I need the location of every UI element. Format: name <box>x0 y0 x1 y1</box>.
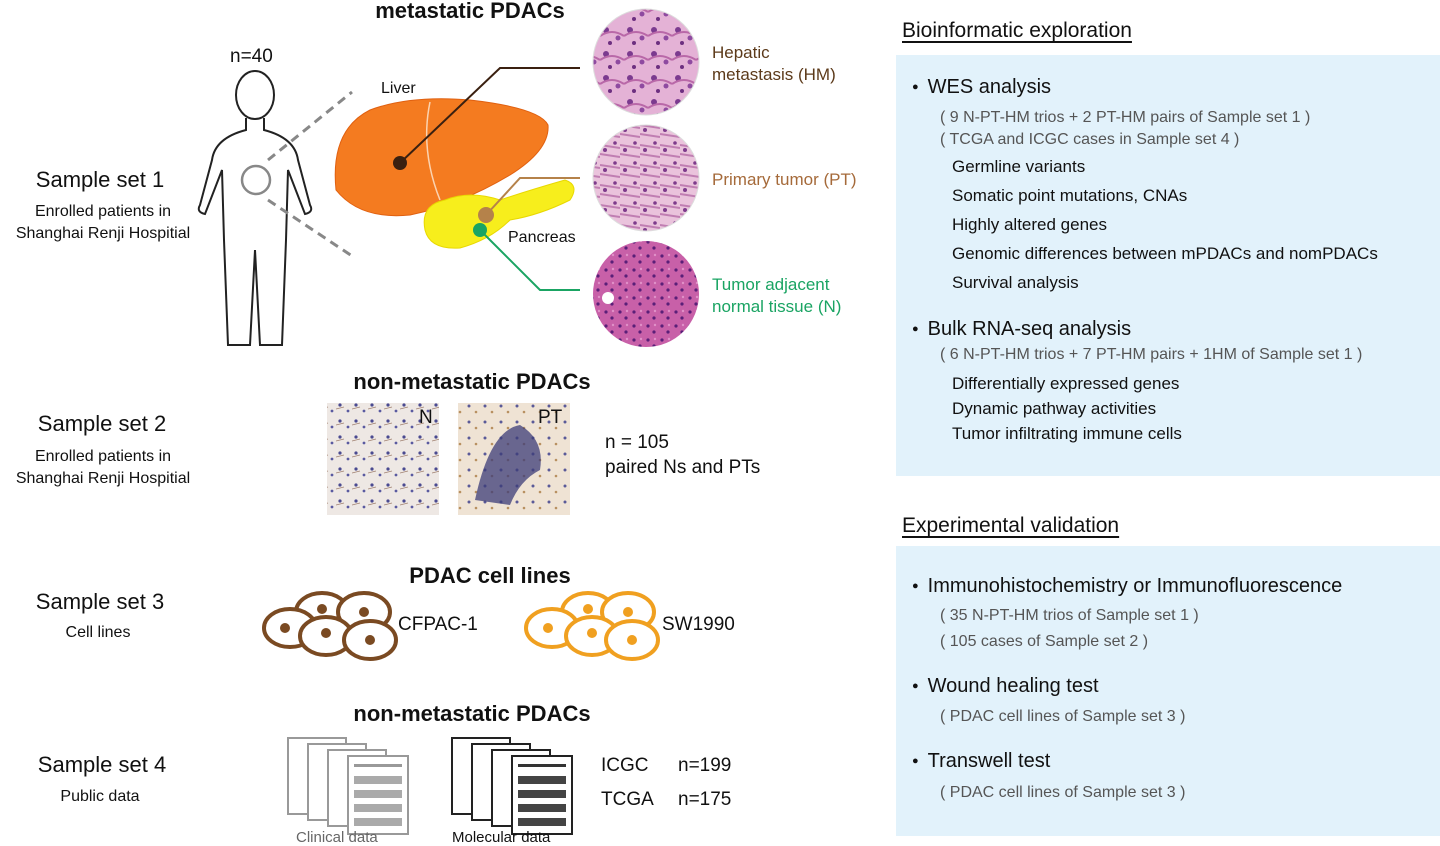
set2-count: n = 105 <box>605 432 669 453</box>
hm-tissue-image <box>593 9 699 115</box>
ihc-n-image <box>327 403 439 515</box>
n-tissue-label-2: normal tissue (N) <box>712 297 842 316</box>
hm-label-2: metastasis (HM) <box>712 65 836 84</box>
hm-label-1: Hepatic <box>712 43 770 62</box>
wes-item: Germline variants <box>952 157 1086 176</box>
sample-set-2-sub2: Shanghai Renji Hospitial <box>15 470 191 487</box>
ihc-paren-2: ( 105 cases of Sample set 2 ) <box>940 633 1149 650</box>
wes-item: Highly altered genes <box>952 215 1107 234</box>
molecular-data-icon <box>451 737 573 835</box>
sw1990-cells-icon <box>524 591 660 661</box>
ihc-paren-1: ( 35 N-PT-HM trios of Sample set 1 ) <box>940 607 1199 624</box>
n-tissue-label-1: Tumor adjacent <box>712 275 830 294</box>
experimental-heading: Experimental validation <box>902 514 1120 537</box>
sample-set-2-title: Sample set 2 <box>37 411 167 436</box>
rna-item: Dynamic pathway activities <box>952 399 1157 418</box>
n-connector <box>479 229 580 291</box>
hm-connector <box>399 67 580 164</box>
rna-item: Differentially expressed genes <box>952 374 1180 393</box>
pancreas-label: Pancreas <box>508 229 576 246</box>
wes-item: Genomic differences between mPDACs and n… <box>952 244 1378 263</box>
wes-item: Survival analysis <box>952 273 1079 292</box>
pt-connector <box>485 177 580 216</box>
sample-set-1-sub2: Shanghai Renji Hospitial <box>15 225 191 242</box>
set2-desc: paired Ns and PTs <box>605 457 761 478</box>
bioinformatic-panel <box>896 55 1440 476</box>
sample-set-4-sub1: Public data <box>60 788 140 805</box>
clinical-data-icon <box>287 737 409 835</box>
ihc-n-label: N <box>419 407 433 428</box>
ihc-bullet: Immunohistochemistry or Immunofluorescen… <box>912 575 1343 598</box>
wound-bullet: Wound healing test <box>912 675 1099 698</box>
pancreas-highlight-circle <box>240 164 272 196</box>
human-outline-icon <box>197 70 313 346</box>
bioinformatic-heading: Bioinformatic exploration <box>902 19 1132 42</box>
zoom-line-top <box>267 90 353 162</box>
n-tissue-image <box>593 241 699 347</box>
wes-bullet: WES analysis <box>912 76 1051 99</box>
rna-item: Tumor infiltrating immune cells <box>952 424 1182 443</box>
transwell-bullet: Transwell test <box>912 750 1051 773</box>
wound-paren: ( PDAC cell lines of Sample set 3 ) <box>940 708 1186 725</box>
tcga-label: TCGA <box>601 789 654 810</box>
transwell-paren: ( PDAC cell lines of Sample set 3 ) <box>940 784 1186 801</box>
icgc-count: n=199 <box>678 755 732 776</box>
sample-set-2-sub1: Enrolled patients in <box>34 448 172 465</box>
tcga-count: n=175 <box>678 789 732 810</box>
sw1990-label: SW1990 <box>662 614 735 635</box>
sample-set-1-sub1: Enrolled patients in <box>34 203 172 220</box>
rna-bullet: Bulk RNA-seq analysis <box>912 318 1131 341</box>
zoom-line-bottom <box>267 198 353 258</box>
pancreas-icon <box>423 179 575 249</box>
wes-paren-2: ( TCGA and ICGC cases in Sample set 4 ) <box>940 131 1240 148</box>
icgc-label: ICGC <box>601 755 649 776</box>
section1-title: metastatic PDACs <box>375 0 565 23</box>
section2-title: non-metastatic PDACs <box>353 369 591 394</box>
ihc-pt-label: PT <box>538 407 563 428</box>
sample-set-4-title: Sample set 4 <box>37 752 167 777</box>
wes-paren-1: ( 9 N-PT-HM trios + 2 PT-HM pairs of Sam… <box>940 109 1311 126</box>
section3-title: PDAC cell lines <box>409 563 571 588</box>
pt-tissue-image <box>593 125 699 231</box>
sample-set-3-sub1: Cell lines <box>65 624 131 641</box>
cfpac-label: CFPAC-1 <box>398 614 478 635</box>
molecular-data-label: Molecular data <box>452 829 551 846</box>
sample-set-3-title: Sample set 3 <box>35 589 165 614</box>
section4-title: non-metastatic PDACs <box>353 701 591 726</box>
wes-item: Somatic point mutations, CNAs <box>952 186 1188 205</box>
n-label: n=40 <box>230 46 273 67</box>
rna-paren-1: ( 6 N-PT-HM trios + 7 PT-HM pairs + 1HM … <box>940 346 1363 363</box>
sample-set-1-title: Sample set 1 <box>35 167 165 192</box>
pt-label: Primary tumor (PT) <box>712 170 857 189</box>
liver-icon <box>334 98 549 217</box>
liver-label: Liver <box>381 80 416 97</box>
clinical-data-label: Clinical data <box>296 829 378 846</box>
